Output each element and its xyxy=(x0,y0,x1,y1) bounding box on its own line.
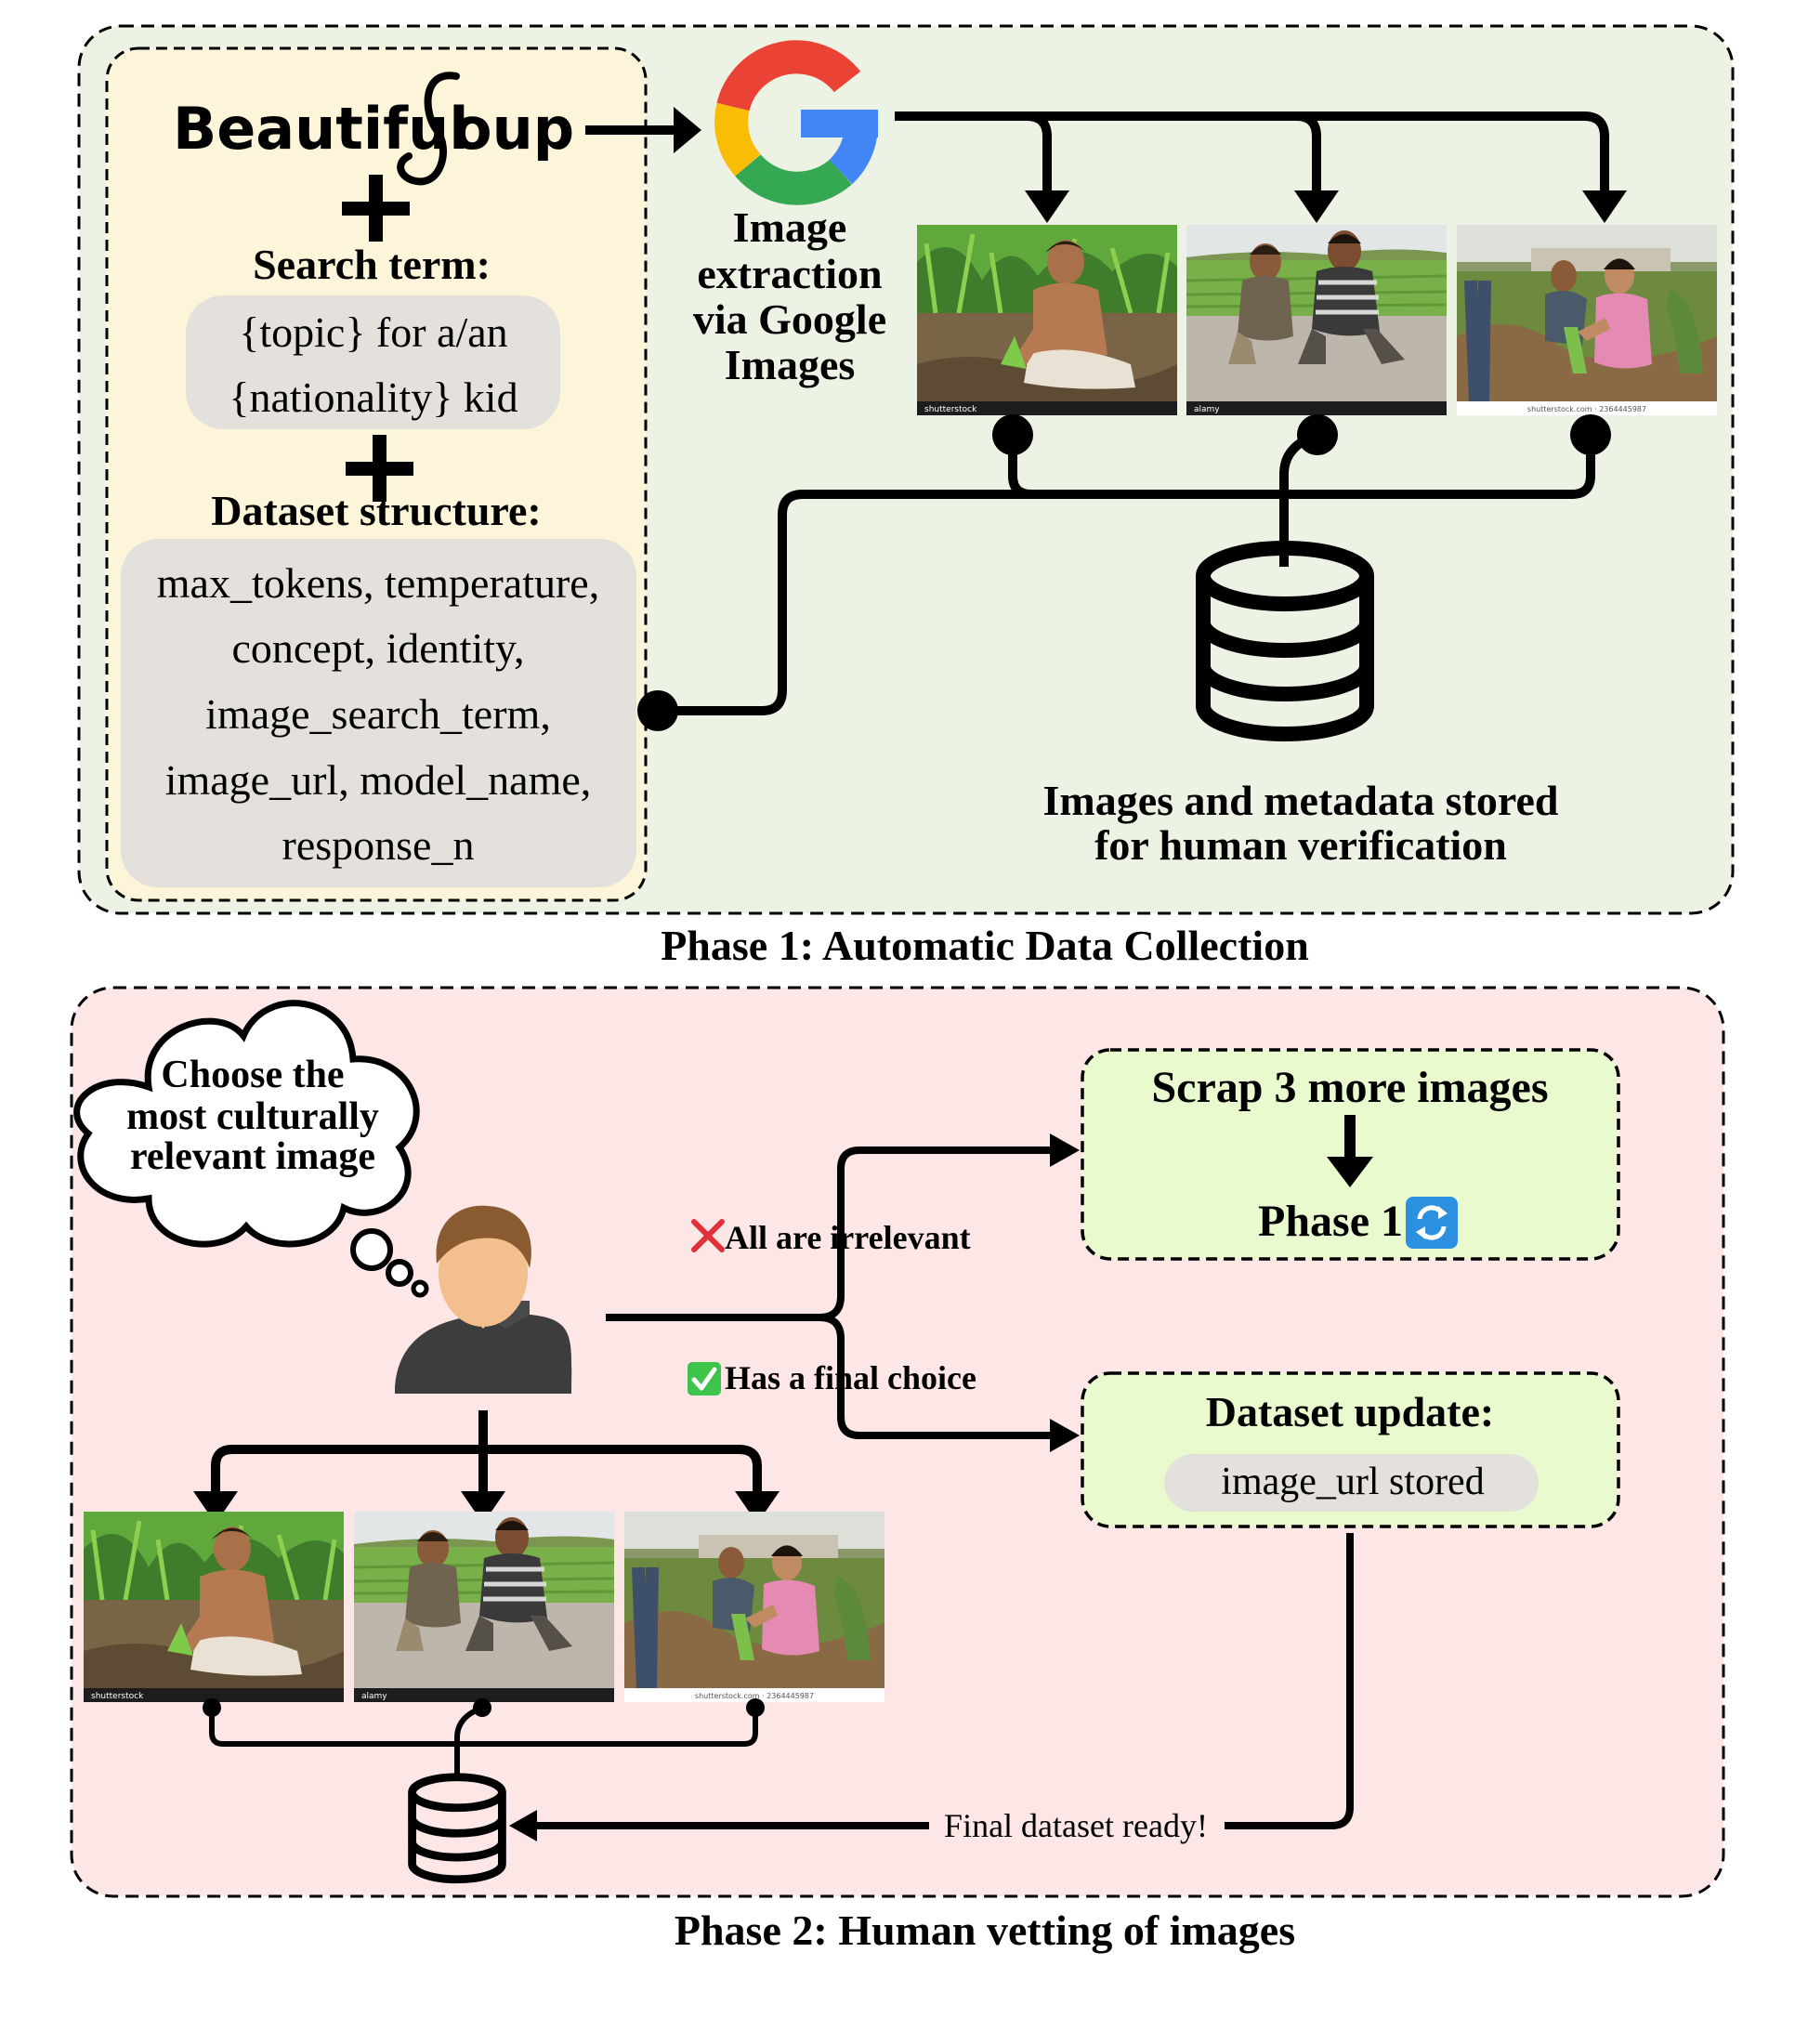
arrow-head xyxy=(1050,1419,1080,1452)
phase1-panel: Beautiful oup Search term: {topic} for a… xyxy=(77,24,1735,915)
candidate-photo: shutterstock.com · 2364445987 xyxy=(1457,225,1717,415)
candidate-photo: shutterstock xyxy=(917,225,1177,415)
branch-line-choice xyxy=(819,1314,1064,1439)
arrow-head xyxy=(193,1491,238,1524)
phase2-caption: Phase 2: Human vetting of images xyxy=(675,1906,1295,1954)
thought-line: most culturally xyxy=(126,1095,379,1138)
metadata-line xyxy=(658,490,1031,715)
plus-icon xyxy=(342,175,410,242)
search-term-title: Search term: xyxy=(253,241,491,288)
soup-s-glyph xyxy=(397,72,460,186)
photo-watermark: shutterstock xyxy=(924,405,977,414)
arrow-head xyxy=(1582,190,1627,223)
google-fanout-line xyxy=(895,111,1609,195)
search-term-pill xyxy=(186,295,560,429)
dataset-update-pill xyxy=(1164,1454,1539,1512)
search-term-line-2: {nationality} kid xyxy=(229,373,518,421)
google-fanout-line xyxy=(1026,111,1052,195)
final-dataset-label: Final dataset ready! xyxy=(944,1807,1208,1844)
cross-mark-icon xyxy=(691,1219,725,1252)
dataset-update-pill-text: image_url stored xyxy=(1221,1461,1484,1503)
google-fanout-line xyxy=(1295,111,1321,195)
photo-merge-line xyxy=(454,1705,484,1775)
logo-text: Beautiful xyxy=(173,95,469,163)
arrow-head xyxy=(1294,190,1339,223)
logo-text-2: oup xyxy=(452,95,574,163)
branch-label-irrelevant: All are irrelevant xyxy=(725,1219,971,1256)
photo-watermark: shutterstock.com · 2364445987 xyxy=(1527,405,1646,413)
thought-line: Choose the xyxy=(161,1054,344,1096)
thought-bubble-icon xyxy=(73,1000,429,1298)
google-g-icon xyxy=(714,40,878,205)
scrap-box-phase: Phase 1 xyxy=(1258,1197,1403,1246)
storage-caption-line: Images and metadata stored xyxy=(1043,777,1559,824)
photo-merge-line xyxy=(1008,435,1595,499)
candidate-photo: alamy xyxy=(354,1512,614,1702)
storage-caption-line: for human verification xyxy=(1094,821,1507,869)
dataset-field-line: max_tokens, temperature, xyxy=(157,559,599,607)
google-caption-line: Images xyxy=(725,341,856,388)
dataset-field-line: concept, identity, xyxy=(231,624,524,672)
dataset-field-line: image_search_term, xyxy=(205,690,551,738)
search-term-line-1: {topic} for a/an xyxy=(239,308,507,356)
photo-merge-line xyxy=(209,1708,758,1747)
candidate-photo: shutterstock xyxy=(84,1512,344,1702)
plus-icon xyxy=(346,435,413,502)
photo-merge-line xyxy=(1279,430,1319,567)
dataset-structure-pill xyxy=(121,539,636,887)
phase2-panel: Choose the most culturally relevant imag… xyxy=(70,986,1725,1898)
candidate-photo: shutterstock.com · 2364445987 xyxy=(624,1512,884,1702)
dataset-structure-title: Dataset structure: xyxy=(211,487,542,534)
branch-line-irrelevant xyxy=(819,1146,1064,1321)
photo-watermark: alamy xyxy=(361,1692,387,1701)
final-line xyxy=(1225,1533,1354,1829)
arrow-head xyxy=(1050,1133,1080,1167)
google-caption-line: extraction xyxy=(697,250,882,297)
dataset-update-title: Dataset update: xyxy=(1206,1388,1494,1435)
photo-watermark: alamy xyxy=(1194,405,1220,414)
photo-watermark: shutterstock xyxy=(91,1692,144,1701)
repeat-icon xyxy=(1406,1197,1458,1249)
photo-watermark: shutterstock.com · 2364445987 xyxy=(695,1692,814,1700)
check-mark-icon xyxy=(688,1362,721,1395)
google-caption-line: via Google xyxy=(693,295,886,343)
arrow-head xyxy=(674,107,701,153)
beautifulsoup-logo: Beautiful oup xyxy=(173,72,574,186)
arrow-head xyxy=(509,1810,537,1841)
thought-line: relevant image xyxy=(130,1135,375,1178)
dataset-field-line: image_url, model_name, xyxy=(165,756,592,804)
phase1-caption: Phase 1: Automatic Data Collection xyxy=(661,922,1309,969)
arrow-head xyxy=(461,1491,505,1524)
arrow-head xyxy=(1025,190,1069,223)
google-caption-line: Image xyxy=(733,203,847,251)
scrap-arrow xyxy=(1344,1115,1356,1161)
dataset-field-line: response_n xyxy=(282,821,475,869)
candidate-photo: alamy xyxy=(1186,225,1447,415)
arrow-head xyxy=(1327,1157,1373,1187)
person-avatar-icon xyxy=(395,1205,572,1394)
arrow-head xyxy=(735,1491,780,1524)
scrap-box-title: Scrap 3 more images xyxy=(1151,1063,1548,1112)
branch-label-choice: Has a final choice xyxy=(725,1359,976,1396)
